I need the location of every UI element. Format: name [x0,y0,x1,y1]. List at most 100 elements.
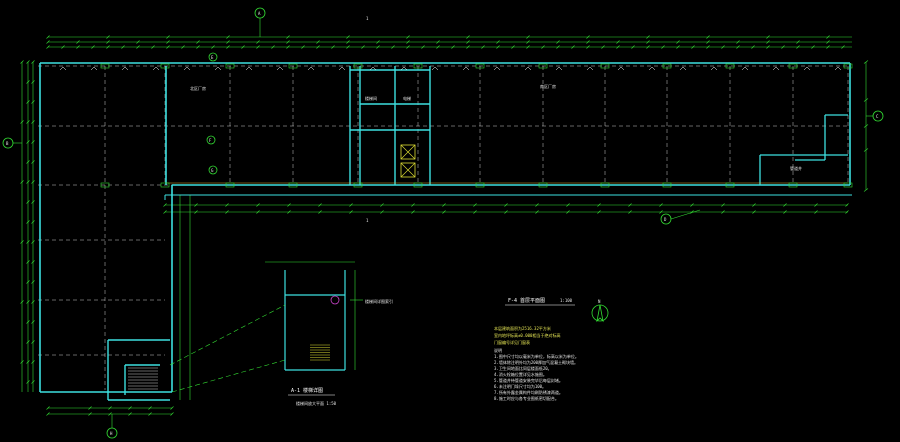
dim-tick-top-1 [646,40,650,44]
room-label-elevator: 电梯 [403,95,411,101]
dim-tick-bottom [256,210,260,214]
window-mark [555,66,563,71]
dim-tick-top-2 [196,45,200,49]
dim-tick-bottom [783,210,787,214]
grid-bubble-callout-b: F [206,135,216,145]
dim-tick-left [31,140,35,144]
dim-tick-top-2 [361,45,365,49]
dim-tick-left [26,240,30,244]
dim-tick-top-2 [301,45,305,49]
dim-tick-top-2 [511,45,515,49]
main-plan-title: F-4 首层平面图 [508,297,545,304]
dim-tick-top-2 [346,45,350,49]
dim-tick-left [31,100,35,104]
dim-tick-left [26,280,30,284]
dim-tick-top-2 [286,45,290,49]
dim-tick-left [31,240,35,244]
dim-tick-bottom [442,210,446,214]
dim-tick-bottom [845,210,849,214]
dim-tick-left [20,240,24,244]
dim-tick-left [26,100,30,104]
column-tag-4-1 [353,182,363,188]
column-tag-4-0 [353,63,363,69]
dim-tick-bottom [287,210,291,214]
window-mark [276,66,284,71]
dim-tick-top-2 [586,45,590,49]
dim-tick-top-2 [646,45,650,49]
dim-tick-bottom [473,203,477,207]
detail-plan-subtitle: 楼梯间放大平面 1:50 [296,400,337,406]
dim-tick-bottom [349,210,353,214]
dim-tick-wing [128,406,132,410]
svg-text:H: H [110,431,113,436]
dim-tick-wing [88,406,92,410]
dim-tick-top-2 [181,45,185,49]
notes-line-10: 8.施工时应与各专业图纸密切配合。 [494,395,559,401]
window-mark [803,66,811,71]
window-mark [338,66,346,71]
dim-tick-wing [88,412,92,416]
dim-tick-left [26,60,30,64]
dim-tick-left [31,180,35,184]
dim-tick-wing [108,406,112,410]
dim-tick-bottom [287,203,291,207]
dim-tick-bottom [597,203,601,207]
dim-tick-bottom [752,203,756,207]
dim-tick-left [20,300,24,304]
dim-tick-top-2 [436,45,440,49]
dim-tick-top-1 [316,40,320,44]
dim-tick-bottom [597,210,601,214]
dim-tick-bottom [535,203,539,207]
dim-tick-left [20,360,24,364]
dim-tick-left [26,360,30,364]
dim-tick-top-2 [271,45,275,49]
window-mark [400,66,408,71]
column-tag-0-0 [100,63,110,69]
dim-tick-left [31,160,35,164]
room-label-shaft: 管道井 [790,165,802,171]
dim-tick-top-0 [346,35,350,39]
dim-tick-top-2 [316,45,320,49]
column-tag-6-0 [475,63,485,69]
dim-tick-bottom [194,203,198,207]
dim-tick-top-1 [196,40,200,44]
grid-bubble-left: B [2,137,14,149]
column-tag-8-0 [600,63,610,69]
dim-tick-bottom [721,210,725,214]
dim-tick-bottom [349,203,353,207]
dim-tick-bottom [163,203,167,207]
dim-tick-wing [108,412,112,416]
column-tag-9-1 [662,182,672,188]
dim-tick-top-2 [466,45,470,49]
dim-tick-top-2 [421,45,425,49]
column-tag-7-1 [538,182,548,188]
dim-tick-top-2 [481,45,485,49]
dim-tick-top-2 [331,45,335,49]
dim-tick-top-1 [226,40,230,44]
dim-tick-top-1 [46,40,50,44]
elevator-x-b-0 [400,144,416,160]
dim-tick-bottom [504,203,508,207]
north-label: N [598,299,601,304]
dim-tick-top-2 [691,45,695,49]
column-tag-6-1 [475,182,485,188]
dim-tick-left [20,120,24,124]
dim-tick-top-2 [766,45,770,49]
dim-tick-left [26,380,30,384]
dim-tick-top-1 [496,40,500,44]
detail-plan-title-block: A-1 楼梯详图 楼梯间放大平面 1:50 楼梯间详图索引 [288,298,393,406]
dim-tick-top-0 [286,35,290,39]
dim-tick-top-2 [541,45,545,49]
svg-text:E: E [211,55,214,60]
dim-tick-top-2 [631,45,635,49]
dim-tick-bottom [535,210,539,214]
grid-bubble-callout-c: G [208,165,218,175]
dim-tick-top-2 [391,45,395,49]
dim-tick-left [26,220,30,224]
window-mark [524,66,532,71]
dim-tick-bottom [380,203,384,207]
dim-tick-left [26,300,30,304]
dim-tick-top-2 [826,45,830,49]
